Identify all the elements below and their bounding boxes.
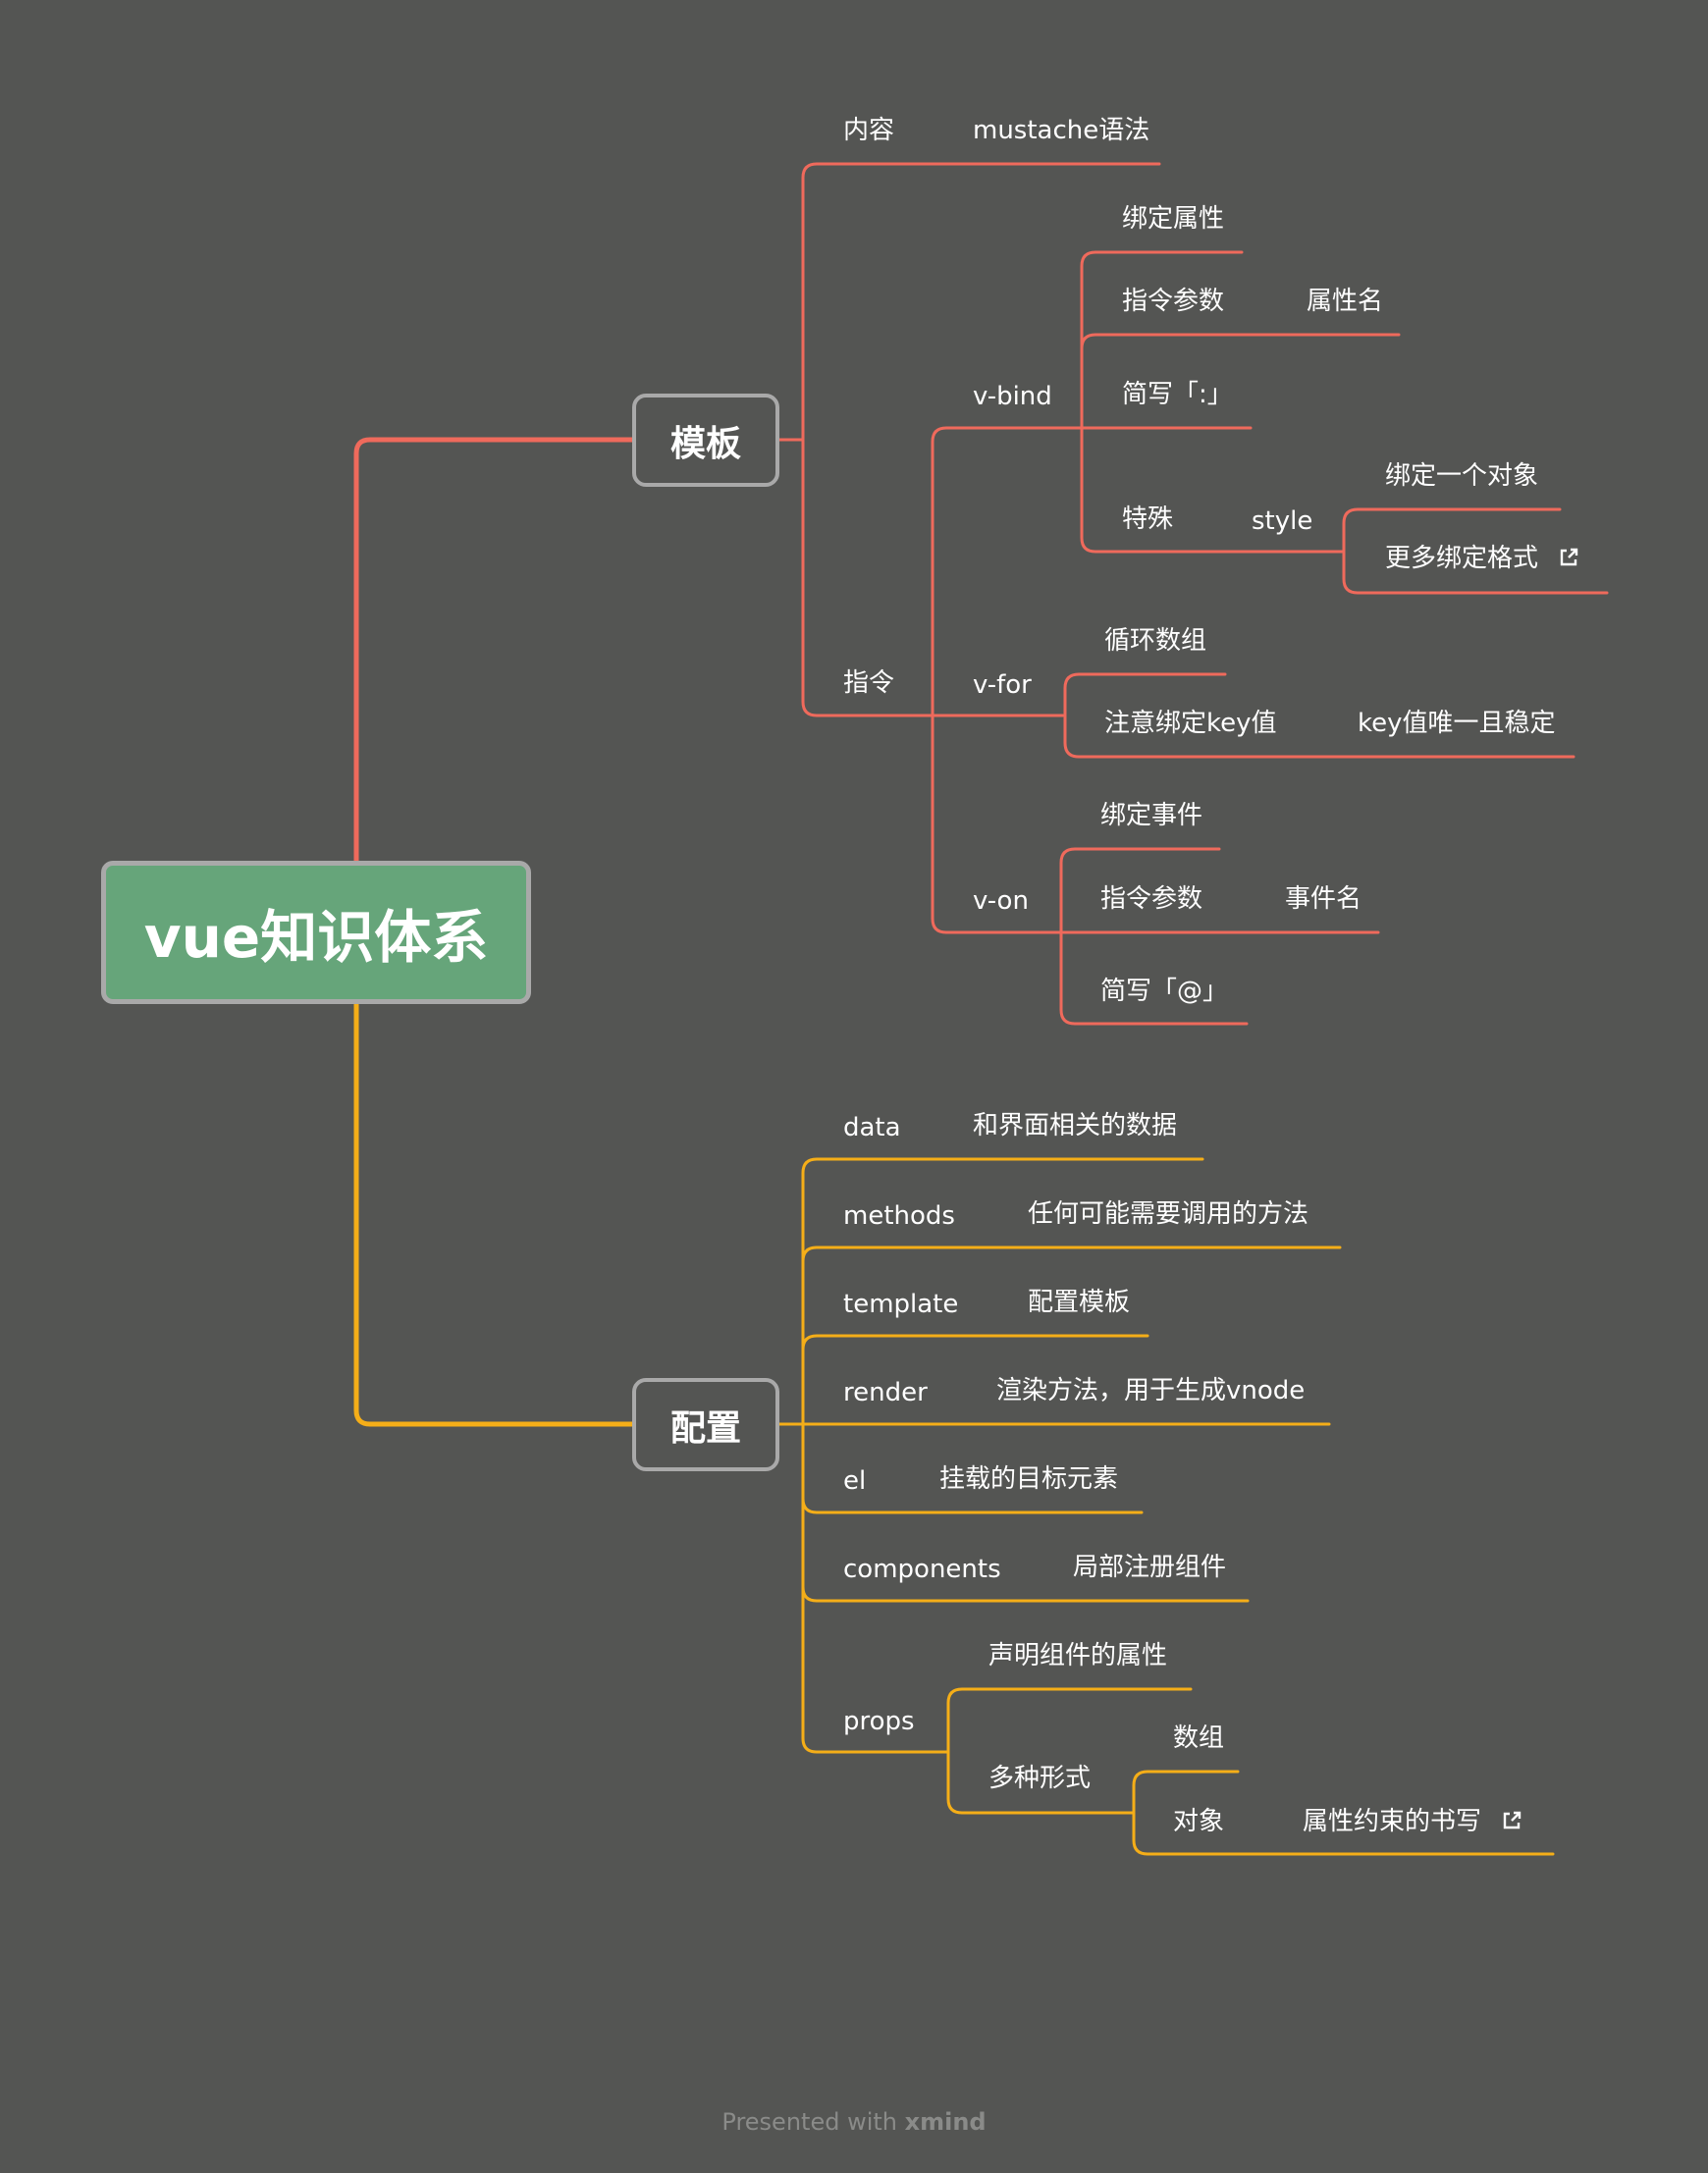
connector-props-object: [1132, 1811, 1555, 1856]
config-desc-data[interactable]: 和界面相关的数据: [973, 1111, 1178, 1140]
topic-on-arg[interactable]: 指令参数: [1100, 884, 1203, 914]
topic-bind-arg[interactable]: 指令参数: [1122, 287, 1225, 316]
topic-props-declare[interactable]: 声明组件的属性: [988, 1641, 1168, 1670]
connector-more-formats: [1342, 550, 1609, 595]
topic-event-name[interactable]: 事件名: [1285, 884, 1362, 914]
connector-methods: [801, 1246, 1342, 1426]
topic-v-bind[interactable]: v-bind: [973, 382, 1052, 411]
config-key-render[interactable]: render: [843, 1378, 928, 1407]
topic-more-formats[interactable]: 更多绑定格式: [1385, 544, 1579, 573]
connector-template: [801, 1334, 1149, 1426]
topic-attr-name[interactable]: 属性名: [1307, 287, 1384, 316]
connector-bind-key: [1063, 714, 1575, 759]
config-desc-components[interactable]: 局部注册组件: [1073, 1553, 1227, 1582]
config-desc-render[interactable]: 渲染方法，用于生成vnode: [996, 1376, 1306, 1405]
connector-bind-event: [1059, 847, 1221, 934]
topic-config[interactable]: 配置: [632, 1378, 779, 1471]
topic-v-for[interactable]: v-for: [973, 670, 1032, 700]
topic-props[interactable]: props: [843, 1707, 915, 1736]
connector-loop-array: [1063, 672, 1227, 717]
footer-credit: Presented with xmind: [0, 2108, 1708, 2136]
topic-bind-event[interactable]: 绑定事件: [1100, 801, 1203, 830]
connector-bind-object: [1342, 507, 1562, 554]
topic-props-constraints[interactable]: 属性约束的书写: [1303, 1807, 1522, 1836]
connector-props-declare: [946, 1687, 1193, 1754]
topic-style[interactable]: style: [1252, 506, 1313, 536]
connector-v-bind: [931, 426, 1084, 717]
footer-prefix: Presented with: [721, 2108, 897, 2136]
connector-props: [801, 1422, 950, 1754]
config-key-methods[interactable]: methods: [843, 1201, 955, 1231]
topic-key-unique[interactable]: key值唯一且稳定: [1358, 709, 1556, 738]
config-key-el[interactable]: el: [843, 1466, 867, 1496]
topic-directives[interactable]: 指令: [843, 668, 895, 698]
connector-content: [801, 162, 1161, 442]
connector-props-array: [1132, 1770, 1240, 1815]
topic-bind-shorthand[interactable]: 简写「:」: [1122, 380, 1233, 409]
config-key-data[interactable]: data: [843, 1113, 901, 1142]
config-desc-methods[interactable]: 任何可能需要调用的方法: [1028, 1199, 1309, 1229]
connector-special: [1080, 426, 1346, 554]
external-link-icon[interactable]: [1501, 1810, 1522, 1831]
topic-v-on[interactable]: v-on: [973, 886, 1029, 916]
connector-root-config: [353, 1001, 635, 1427]
config-desc-el[interactable]: 挂载的目标元素: [939, 1464, 1119, 1494]
external-link-icon[interactable]: [1558, 547, 1579, 568]
connector-bind-arg: [1080, 333, 1401, 430]
xmind-logo: xmind: [904, 2108, 987, 2136]
connector-on-shorthand: [1059, 930, 1249, 1026]
topic-mustache[interactable]: mustache语法: [973, 116, 1150, 145]
props-constraints-label: 属性约束的书写: [1303, 1807, 1482, 1836]
config-desc-template[interactable]: 配置模板: [1028, 1288, 1131, 1317]
root-topic[interactable]: vue知识体系: [101, 861, 531, 1004]
topic-content[interactable]: 内容: [843, 116, 895, 145]
connector-props-forms: [946, 1750, 1136, 1815]
topic-on-shorthand[interactable]: 简写「@」: [1100, 977, 1229, 1006]
connector-v-on: [931, 714, 1064, 934]
topic-props-forms[interactable]: 多种形式: [988, 1764, 1092, 1793]
config-key-template[interactable]: template: [843, 1290, 959, 1319]
topic-bind-attr[interactable]: 绑定属性: [1122, 204, 1225, 234]
topic-bind-object[interactable]: 绑定一个对象: [1385, 461, 1539, 491]
connector-directives: [801, 438, 934, 717]
topic-bind-key[interactable]: 注意绑定key值: [1104, 709, 1277, 738]
config-key-components[interactable]: components: [843, 1555, 1001, 1584]
connector-root-template: [353, 437, 635, 864]
connector-bind-attr: [1080, 250, 1244, 430]
connector-data: [801, 1157, 1204, 1426]
more-formats-label: 更多绑定格式: [1385, 544, 1539, 573]
topic-props-array[interactable]: 数组: [1173, 1723, 1225, 1753]
topic-special[interactable]: 特殊: [1122, 504, 1174, 534]
topic-props-object[interactable]: 对象: [1173, 1807, 1225, 1836]
topic-loop-array[interactable]: 循环数组: [1104, 626, 1207, 656]
topic-template[interactable]: 模板: [632, 394, 779, 487]
